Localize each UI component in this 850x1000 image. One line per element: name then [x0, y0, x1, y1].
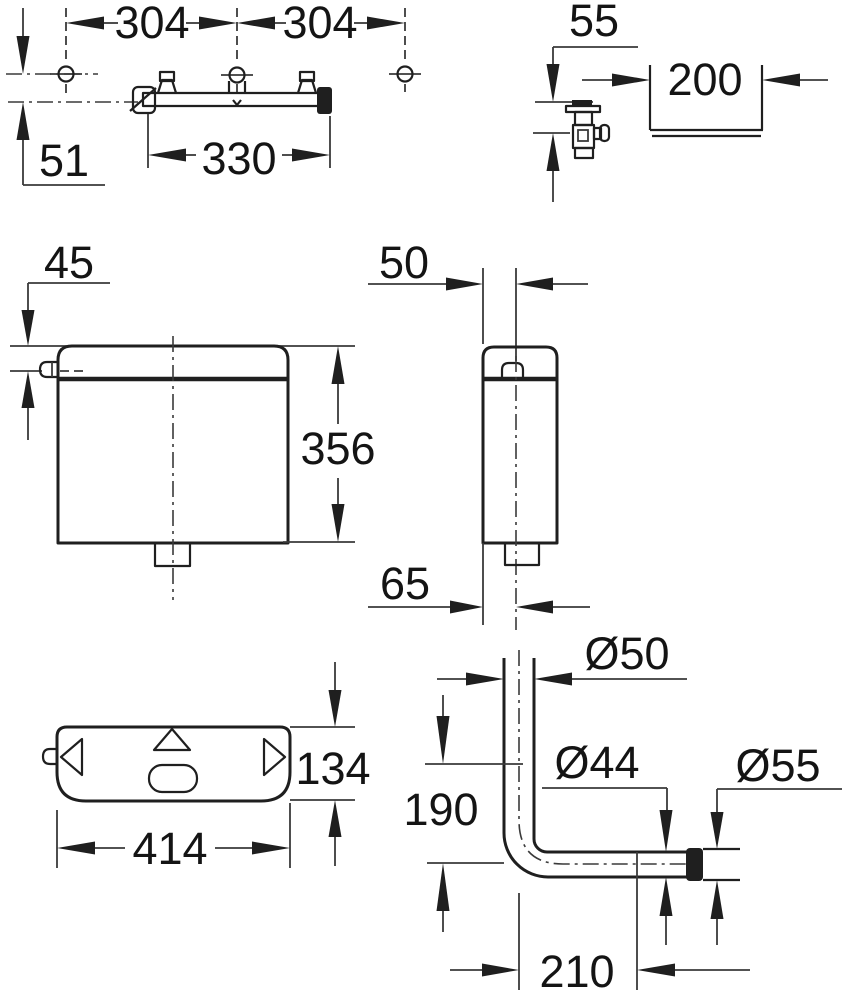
arrowhead	[659, 810, 673, 852]
dim-50-label: 50	[379, 237, 429, 288]
arrowhead	[546, 64, 560, 102]
arrowhead	[710, 812, 724, 849]
dim-134-label: 134	[295, 743, 370, 794]
arrowhead	[534, 672, 572, 686]
lever-mark-right	[262, 737, 287, 777]
dim-330-label: 330	[201, 133, 276, 184]
arrowhead	[328, 690, 342, 727]
mounting-rail	[129, 66, 332, 115]
arrowhead	[21, 371, 35, 408]
rail-left-fitting	[131, 85, 157, 115]
dim-304-right-label: 304	[282, 0, 357, 48]
pipe-end-collar	[686, 848, 703, 881]
dim-55-label: 55	[569, 0, 619, 46]
lever-mark-up	[152, 727, 192, 752]
pipe-end-lines	[703, 847, 740, 882]
mounting-hole-center	[228, 66, 246, 84]
dim-d44-label: Ø44	[554, 737, 639, 788]
push-button	[147, 763, 199, 794]
arrowhead	[612, 73, 650, 87]
dim-200-label: 200	[667, 54, 742, 105]
inlet-nub	[38, 360, 58, 379]
arrowhead	[710, 880, 724, 919]
cistern-top-outline	[55, 725, 292, 803]
view-mounting-rail: 304 304 51	[6, 0, 421, 186]
arrowhead	[436, 716, 450, 764]
lever-mark-left	[59, 737, 84, 777]
arrowhead	[16, 102, 30, 140]
rail-notch	[232, 99, 242, 107]
cistern-front-outline	[56, 344, 290, 545]
dim-356-label: 356	[300, 423, 375, 474]
arrowhead	[237, 16, 275, 30]
inlet-nub	[41, 747, 57, 766]
arrowhead	[21, 310, 35, 346]
arrowhead	[199, 16, 237, 30]
arrowhead	[516, 277, 553, 291]
dim-d55-label: Ø55	[735, 740, 820, 791]
dim-d50-label: Ø50	[584, 628, 669, 679]
view-angle-valve: 55 200	[533, 0, 828, 202]
arrowhead	[659, 877, 673, 916]
arrowhead	[252, 841, 290, 855]
hole-tick	[50, 73, 421, 76]
valve-neck	[573, 110, 594, 127]
angle-valve	[564, 100, 611, 160]
mounting-hole	[396, 65, 414, 83]
arrowhead	[762, 73, 800, 87]
outlet-stub	[153, 543, 192, 568]
extension-line	[147, 114, 331, 168]
dim-304-left-label: 304	[114, 0, 189, 48]
valve-handle	[598, 123, 611, 143]
valve-body	[571, 123, 596, 150]
extension-line	[56, 803, 291, 868]
dim-51-label: 51	[39, 135, 89, 186]
view-side: 50 65	[368, 237, 590, 630]
view-flush-pipe: Ø50 Ø44 Ø55 190 210	[403, 628, 842, 997]
arrowhead	[331, 504, 345, 542]
arrowhead	[292, 148, 330, 162]
dim-65-label: 65	[380, 558, 430, 609]
arrowhead	[450, 600, 483, 614]
dim-45-label: 45	[44, 237, 94, 288]
flush-pipe-outer	[502, 658, 687, 879]
outlet-stub	[503, 543, 541, 567]
arrowhead	[482, 963, 519, 977]
arrowhead	[367, 16, 405, 30]
arrowhead	[436, 863, 450, 911]
arrowhead	[331, 346, 345, 384]
arrowhead	[546, 133, 560, 171]
inlet-knob	[500, 361, 525, 380]
wall-bracket-profile	[648, 65, 764, 138]
valve-cap	[572, 100, 592, 106]
rail-center-neck	[227, 81, 247, 93]
dim-414-label: 414	[132, 823, 207, 874]
arrowhead	[516, 600, 553, 614]
valve-nut	[573, 146, 595, 160]
rail-end-cap	[317, 87, 332, 114]
arrowhead	[328, 800, 342, 837]
view-front: 45 356	[10, 237, 376, 600]
rail-bar	[141, 91, 324, 108]
cistern-side-outline	[481, 345, 559, 545]
pipe-centerline	[518, 650, 692, 865]
arrowhead	[16, 36, 30, 74]
view-top: 134 414	[41, 662, 371, 874]
arrowhead	[66, 16, 104, 30]
arrowhead	[57, 841, 95, 855]
tick	[290, 726, 355, 801]
arrowhead	[637, 963, 675, 977]
mounting-hole	[57, 65, 75, 83]
dim-210-label: 210	[539, 946, 614, 997]
arrowhead	[466, 672, 504, 686]
dim-190-label: 190	[403, 784, 478, 835]
arrowhead	[446, 277, 483, 291]
arrowhead	[148, 148, 186, 162]
flush-pipe-inner	[532, 658, 687, 854]
